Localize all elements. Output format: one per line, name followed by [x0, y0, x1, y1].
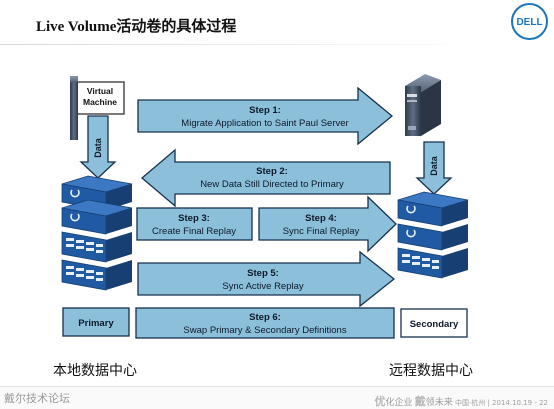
secondary-storage-array [397, 191, 469, 279]
step-4-arrow: Step 4: Sync Final Replay [258, 195, 397, 253]
step-5-arrow: Step 5: Sync Active Replay [137, 250, 396, 308]
step-2-arrow: Step 2: New Data Still Directed to Prima… [140, 148, 391, 208]
primary-data-label: Data [93, 137, 103, 158]
primary-label-box: Primary [62, 307, 130, 337]
footer-slogan-part-1: 优 [374, 395, 386, 408]
step-4-desc: Sync Final Replay [283, 226, 360, 237]
footer-forum-name: 戴尔技术论坛 [4, 392, 70, 405]
virtual-machine-box: Virtual Machine [75, 81, 125, 115]
title-divider [0, 44, 500, 45]
footer-event-info: 中国·杭州 | 2014.10.19 - 22 [455, 399, 548, 407]
step-1-title: Step 1: [249, 105, 281, 116]
page-title: Live Volume活动卷的具体过程 [36, 19, 237, 35]
secondary-data-label: Data [429, 155, 439, 176]
primary-data-arrow: Data [79, 115, 117, 179]
step-4-title: Step 4: [305, 213, 337, 224]
step-2-desc: New Data Still Directed to Primary [200, 179, 344, 190]
step-5-desc: Sync Active Replay [222, 281, 304, 292]
secondary-data-arrow: Data [415, 141, 453, 195]
live-volume-diagram: Virtual Machine Data Data [61, 74, 469, 339]
primary-server-icon [70, 76, 78, 140]
step-2-title: Step 2: [256, 166, 288, 177]
footer-slogan-part-3: 戴 [414, 395, 426, 408]
step-3-title: Step 3: [178, 213, 210, 224]
step-6-box: Step 6: Swap Primary & Secondary Definit… [135, 307, 395, 339]
footer-slogan: 优化企业 戴领未来 中国·杭州 | 2014.10.19 - 22 [375, 393, 549, 409]
local-datacenter-label: 本地数据中心 [53, 363, 137, 379]
secondary-server-icon [405, 74, 441, 136]
vm-label-line2: Machine [83, 97, 117, 107]
logo-text: DELL [516, 17, 542, 28]
step-3-box: Step 3: Create Final Replay [136, 207, 253, 241]
step-3-desc: Create Final Replay [152, 226, 236, 237]
footer-slogan-part-2: 化企业 [385, 398, 413, 408]
step-1-desc: Migrate Application to Saint Paul Server [181, 118, 348, 129]
step-5-title: Step 5: [247, 268, 279, 279]
step-6-title: Step 6: [249, 312, 281, 323]
remote-datacenter-label: 远程数据中心 [389, 363, 473, 379]
secondary-label: Secondary [410, 319, 459, 330]
dell-logo: DELL [511, 3, 548, 40]
secondary-label-box: Secondary [400, 308, 468, 338]
primary-label: Primary [78, 318, 114, 329]
step-1-arrow: Step 1: Migrate Application to Saint Pau… [137, 86, 394, 146]
footer-slogan-part-4: 领未来 [425, 398, 453, 408]
vm-label-line1: Virtual [87, 86, 113, 96]
footer-bar: 戴尔技术论坛 优化企业 戴领未来 中国·杭州 | 2014.10.19 - 22 [0, 386, 554, 409]
primary-storage-array [61, 175, 133, 291]
step-6-desc: Swap Primary & Secondary Definitions [183, 325, 346, 336]
